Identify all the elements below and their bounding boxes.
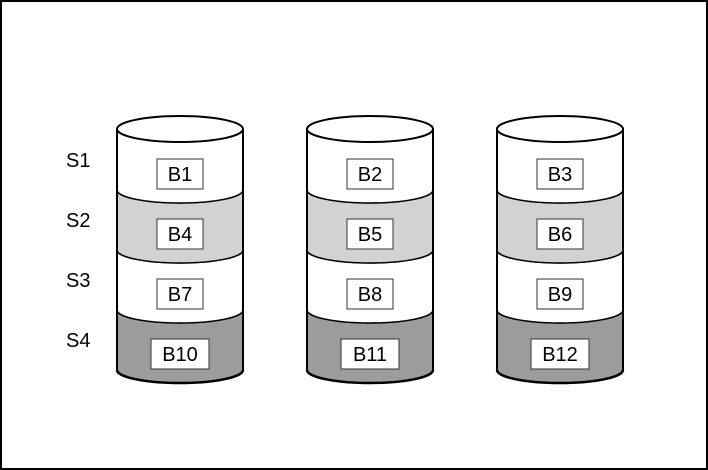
block-label-b7: B7 bbox=[168, 284, 192, 306]
block-label-b10: B10 bbox=[162, 344, 198, 366]
block-box-b4 bbox=[156, 218, 204, 250]
block-label-b8: B8 bbox=[358, 284, 382, 306]
block-label-b2: B2 bbox=[358, 164, 382, 186]
block-box-b8 bbox=[346, 278, 394, 310]
block-label-b6: B6 bbox=[548, 224, 572, 246]
block-box-b11 bbox=[340, 338, 400, 370]
block-box-b1 bbox=[156, 158, 204, 190]
disk-top bbox=[306, 115, 434, 143]
stripe-label-s2: S2 bbox=[66, 210, 90, 232]
block-box-b2 bbox=[346, 158, 394, 190]
block-box-b5 bbox=[346, 218, 394, 250]
block-label-b5: B5 bbox=[358, 224, 382, 246]
block-label-b12: B12 bbox=[542, 344, 578, 366]
block-label-b4: B4 bbox=[168, 224, 192, 246]
block-box-b7 bbox=[156, 278, 204, 310]
stripe-label-s1: S1 bbox=[66, 150, 90, 172]
block-box-b6 bbox=[536, 218, 584, 250]
stripe-label-s4: S4 bbox=[66, 330, 90, 352]
block-label-b1: B1 bbox=[168, 164, 192, 186]
block-box-b3 bbox=[536, 158, 584, 190]
block-box-b10 bbox=[150, 338, 210, 370]
block-label-b11: B11 bbox=[353, 344, 387, 366]
disk-bottom-edge bbox=[305, 369, 435, 385]
block-box-b12 bbox=[530, 338, 590, 370]
block-box-b9 bbox=[536, 278, 584, 310]
disk-top bbox=[496, 115, 624, 143]
block-label-b3: B3 bbox=[548, 164, 572, 186]
disk-bottom-edge bbox=[115, 369, 245, 385]
disk-bottom-edge bbox=[495, 369, 625, 385]
disk-top bbox=[116, 115, 244, 143]
stripe-label-s3: S3 bbox=[66, 270, 90, 292]
block-label-b9: B9 bbox=[548, 284, 572, 306]
